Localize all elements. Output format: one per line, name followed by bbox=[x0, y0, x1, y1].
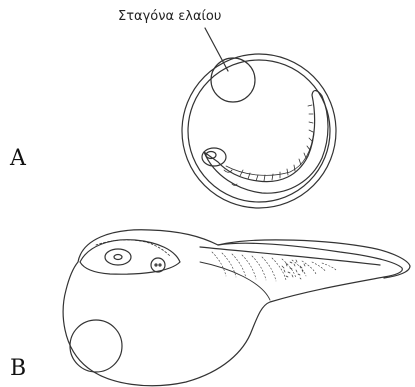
embryo-head bbox=[202, 148, 226, 166]
egg-outer-membrane bbox=[182, 54, 336, 208]
larva-eye bbox=[105, 249, 131, 265]
callout-line bbox=[205, 28, 228, 71]
larva-myomeres bbox=[212, 252, 336, 281]
oil-droplet-label: Σταγόνα ελαίου bbox=[118, 9, 221, 24]
larva-gut bbox=[200, 262, 270, 300]
larva-illustration bbox=[63, 230, 410, 386]
larva-eye-pupil bbox=[114, 255, 122, 260]
larva-otic-vesicle bbox=[151, 258, 165, 272]
egg-embryo-illustration bbox=[182, 28, 336, 208]
panel-b-label: B bbox=[10, 356, 26, 381]
larva-pigment-patch bbox=[282, 260, 305, 279]
larva-oil-droplet bbox=[70, 320, 122, 372]
larva-otolith-2 bbox=[159, 264, 161, 266]
embryo-inner-line bbox=[226, 130, 314, 175]
larva-otolith-1 bbox=[155, 264, 157, 266]
larva-head bbox=[80, 240, 180, 274]
panel-a-label: A bbox=[10, 146, 26, 171]
embryo-somites bbox=[240, 105, 313, 181]
larva-outline bbox=[63, 230, 402, 386]
